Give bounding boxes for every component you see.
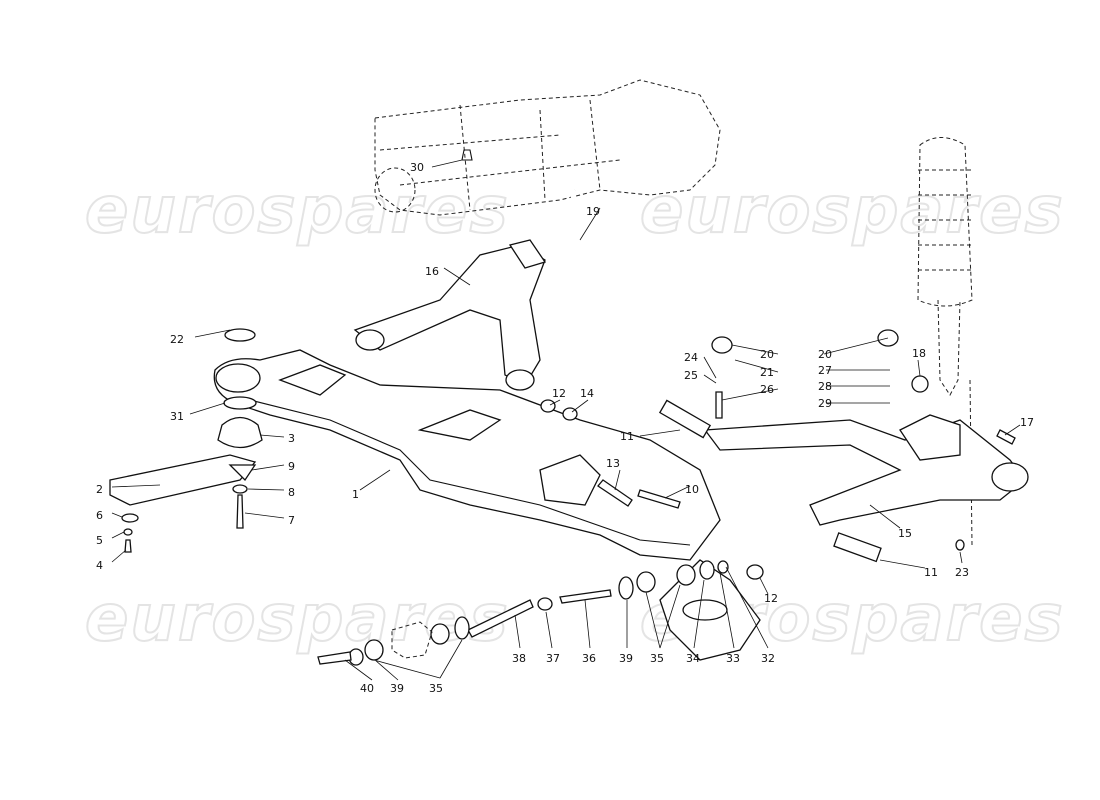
watermark: eurospares (85, 582, 510, 656)
part-label-11: 11 (620, 430, 634, 443)
part-label-5: 5 (96, 534, 103, 547)
part-label-16: 16 (425, 265, 439, 278)
engine-mount-assembly (109, 328, 263, 553)
part-number-labels: 30 19 16 22 20 20 21 24 27 18 25 28 26 2… (96, 161, 1034, 695)
watermark: eurospares (640, 174, 1065, 248)
part-label-36: 36 (582, 652, 596, 665)
part-label-21: 21 (760, 366, 774, 379)
stabilizer-bar (557, 189, 880, 333)
part-label-30: 30 (410, 161, 424, 174)
part-label-27: 27 (818, 364, 832, 377)
part-label-20: 20 (760, 348, 774, 361)
upper-control-arm (353, 239, 547, 391)
part-label-4: 4 (96, 559, 103, 572)
part-label-10: 10 (685, 483, 699, 496)
part-label-9: 9 (288, 460, 295, 473)
part-label-18: 18 (912, 347, 926, 360)
part-label-24: 24 (684, 351, 698, 364)
part-label-39: 39 (390, 682, 404, 695)
part-label-11: 11 (924, 566, 938, 579)
part-label-35: 35 (650, 652, 664, 665)
part-label-3: 3 (288, 432, 295, 445)
part-label-19: 19 (586, 205, 600, 218)
part-label-13: 13 (606, 457, 620, 470)
part-label-1: 1 (352, 488, 359, 501)
part-label-7: 7 (288, 514, 295, 527)
part-label-26: 26 (760, 383, 774, 396)
part-label-6: 6 (96, 509, 103, 522)
part-label-22: 22 (170, 333, 184, 346)
part-label-35: 35 (429, 682, 443, 695)
small-parts (540, 329, 1016, 580)
part-label-32: 32 (761, 652, 775, 665)
part-label-34: 34 (686, 652, 700, 665)
part-label-8: 8 (288, 486, 295, 499)
part-label-40: 40 (360, 682, 374, 695)
part-label-29: 29 (818, 397, 832, 410)
part-label-23: 23 (955, 566, 969, 579)
part-label-12: 12 (764, 592, 778, 605)
crossmember (213, 349, 721, 561)
part-label-31: 31 (170, 410, 184, 423)
part-label-37: 37 (546, 652, 560, 665)
part-label-38: 38 (512, 652, 526, 665)
part-label-2: 2 (96, 483, 103, 496)
part-label-39: 39 (619, 652, 633, 665)
shock-absorber-outline (917, 137, 973, 546)
part-label-33: 33 (726, 652, 740, 665)
part-label-20: 20 (818, 348, 832, 361)
part-label-25: 25 (684, 369, 698, 382)
part-label-12: 12 (552, 387, 566, 400)
part-label-15: 15 (898, 527, 912, 540)
watermark: eurospares (85, 174, 510, 248)
part-label-28: 28 (818, 380, 832, 393)
differential-outline (374, 79, 721, 216)
part-label-14: 14 (580, 387, 594, 400)
lower-wishbone (658, 399, 1029, 563)
pivot-pin-assembly (317, 560, 729, 666)
part-label-17: 17 (1020, 416, 1034, 429)
leader-lines (111, 159, 1021, 681)
